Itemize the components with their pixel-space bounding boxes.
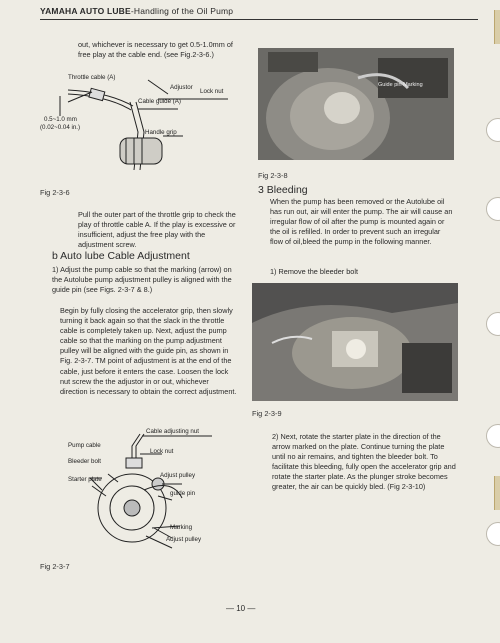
label-play-mm: 0.5~1.0 mm	[44, 116, 77, 123]
caption-fig-2-3-8: Fig 2-3-8	[258, 171, 288, 180]
pump-photo-1	[258, 48, 454, 160]
throttle-diagram	[59, 79, 228, 171]
figure-2-3-6: Throttle cable (A) Adjustor Lock nut Cab…	[38, 72, 248, 182]
header-brand: YAMAHA AUTO LUBE	[40, 6, 131, 16]
heading-auto-lube-cable: b Auto lube Cable Adjustment	[52, 250, 190, 262]
label-starter-plate: Starter plate	[68, 476, 102, 483]
bleeding-paragraph: When the pump has been removed or the Au…	[270, 197, 453, 247]
label-cable-adjusting-nut: Cable adjusting nut	[146, 428, 199, 435]
intro-paragraph: out, whichever is necessary to get 0.5-1…	[78, 40, 233, 60]
binder-hole-3	[486, 312, 500, 336]
header-title: -Handling of the Oil Pump	[130, 6, 234, 16]
label-bleeder-bolt: Bleeder bolt	[68, 458, 102, 465]
label-throttle-cable: Throttle cable (A)	[68, 74, 116, 81]
caption-fig-2-3-6: Fig 2-3-6	[40, 188, 70, 197]
heading-bleeding: 3 Bleeding	[258, 184, 308, 196]
photo-fig-2-3-9	[252, 283, 458, 401]
pump-diagram	[88, 433, 212, 549]
photo-fig-2-3-8: Guide pin Marking	[258, 48, 454, 160]
binder-hole-5	[486, 522, 500, 546]
label-cable-guide: Cable guide (A)	[138, 98, 181, 105]
page-number: — 10 —	[226, 604, 256, 613]
label-lock-nut: Lock nut	[200, 88, 224, 95]
label-adjust-pulley-2: Adjust pulley	[166, 536, 202, 543]
step-1-detail: Begin by fully closing the accelerator g…	[60, 306, 237, 396]
header-rule	[40, 19, 478, 21]
figure-2-3-7: Cable adjusting nut Pump cable Lock nut …	[62, 428, 242, 552]
index-tab-2	[494, 476, 500, 510]
index-tab-1	[494, 10, 500, 44]
label-marking: Marking	[170, 524, 193, 531]
bleeding-step-2: 2) Next, rotate the starter plate in the…	[272, 432, 456, 492]
label-guide-pin: guide pin	[170, 490, 196, 497]
binder-hole-2	[486, 197, 500, 221]
caption-fig-2-3-7: Fig 2-3-7	[40, 562, 70, 571]
pump-photo-2	[252, 283, 458, 401]
step-1-adjust: 1) Adjust the pump cable so that the mar…	[52, 265, 232, 295]
pull-paragraph: Pull the outer part of the throttle grip…	[78, 210, 236, 250]
label-adjustor: Adjustor	[170, 84, 193, 91]
label-pump-cable: Pump cable	[68, 442, 101, 449]
caption-fig-2-3-9: Fig 2-3-9	[252, 409, 282, 418]
label-adjust-pulley: Adjust pulley	[160, 472, 196, 479]
bleeding-step-1: 1) Remove the bleeder bolt	[270, 267, 359, 276]
label-play-in: (0.02~0.04 in.)	[40, 124, 81, 131]
photo-label-guide-pin: Guide pin Marking	[378, 82, 423, 88]
label-lock-nut-2: Lock nut	[150, 448, 174, 455]
binder-hole-1	[486, 118, 500, 142]
label-handle-grip: Handle grip	[145, 129, 177, 136]
binder-hole-4	[486, 424, 500, 448]
page-header: YAMAHA AUTO LUBE-Handling of the Oil Pum…	[40, 6, 233, 16]
